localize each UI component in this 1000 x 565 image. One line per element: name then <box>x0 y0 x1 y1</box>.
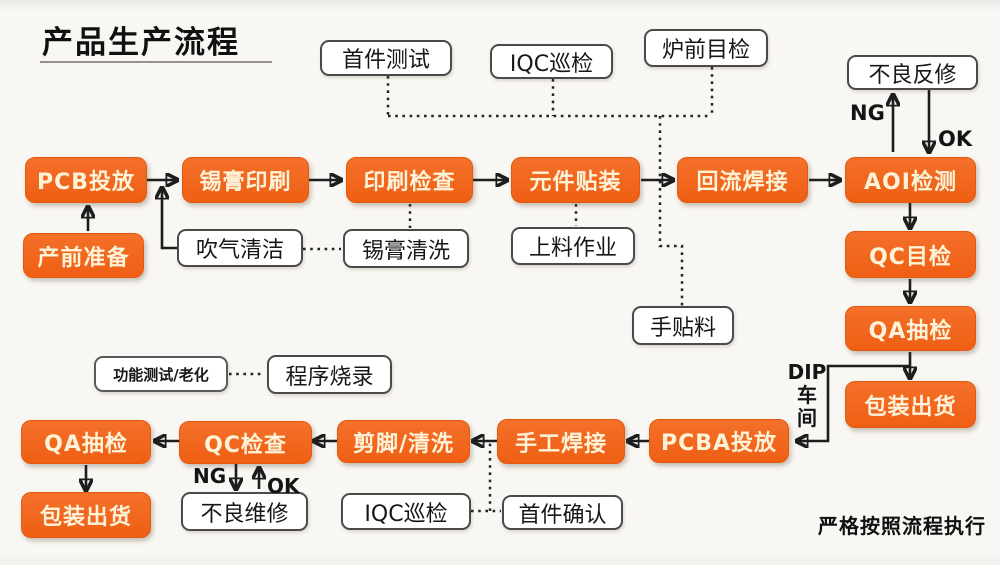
arrow-blowclean-to-flowline <box>162 188 177 250</box>
page-title: 产品生产流程 <box>42 25 240 61</box>
node-packing-bottom: 包装出货 <box>21 492 151 538</box>
node-qc-check: QC检查 <box>179 421 312 464</box>
node-first-article-test: 首件测试 <box>320 40 452 76</box>
node-trim-clean: 剪脚/清洗 <box>337 420 470 463</box>
label-ok-qc: OK <box>267 474 300 498</box>
dotted-bus-to-handplace <box>658 116 684 306</box>
node-pcba-feed: PCBA投放 <box>649 419 789 463</box>
node-furnace-visual: 炉前目检 <box>644 29 768 67</box>
node-program-burn: 程序烧录 <box>267 355 392 394</box>
node-first-article-confirm: 首件确认 <box>502 495 623 530</box>
label-dip-workshop: DIP 车 间 <box>787 360 827 430</box>
node-reflow-solder: 回流焊接 <box>677 157 808 203</box>
node-iqc-patrol-bottom: IQC巡检 <box>341 493 471 530</box>
node-iqc-patrol-top: IQC巡检 <box>490 44 613 79</box>
node-blow-clean: 吹气清洁 <box>177 229 303 267</box>
slogan-text: 严格按照流程执行 <box>818 514 986 538</box>
node-pre-production: 产前准备 <box>23 233 144 278</box>
label-ok-aoi: OK <box>938 127 973 151</box>
node-pcb-feed: PCB投放 <box>25 157 147 203</box>
node-hand-solder: 手工焊接 <box>497 419 625 464</box>
node-print-inspection: 印刷检查 <box>346 157 473 203</box>
node-aoi-inspection: AOI检测 <box>845 157 976 203</box>
node-solder-paste-print: 锡膏印刷 <box>182 157 309 203</box>
label-ng-qc: NG <box>193 464 227 488</box>
node-func-test-aging: 功能测试/老化 <box>94 356 228 392</box>
node-defect-rework: 不良反修 <box>847 55 978 90</box>
node-packing-right: 包装出货 <box>845 381 976 428</box>
node-component-mount: 元件贴装 <box>511 157 640 203</box>
node-defect-repair: 不良维修 <box>181 492 308 531</box>
title-underline <box>40 61 272 63</box>
node-paste-wash: 锡膏清洗 <box>343 229 469 268</box>
node-hand-place: 手贴料 <box>632 306 734 345</box>
node-qc-visual: QC目检 <box>845 231 976 278</box>
node-qa-sampling-right: QA抽检 <box>845 306 976 351</box>
label-ng-aoi: NG <box>850 101 885 125</box>
node-qa-sampling-bottom: QA抽检 <box>21 420 151 464</box>
node-loading-operation: 上料作业 <box>511 227 635 265</box>
